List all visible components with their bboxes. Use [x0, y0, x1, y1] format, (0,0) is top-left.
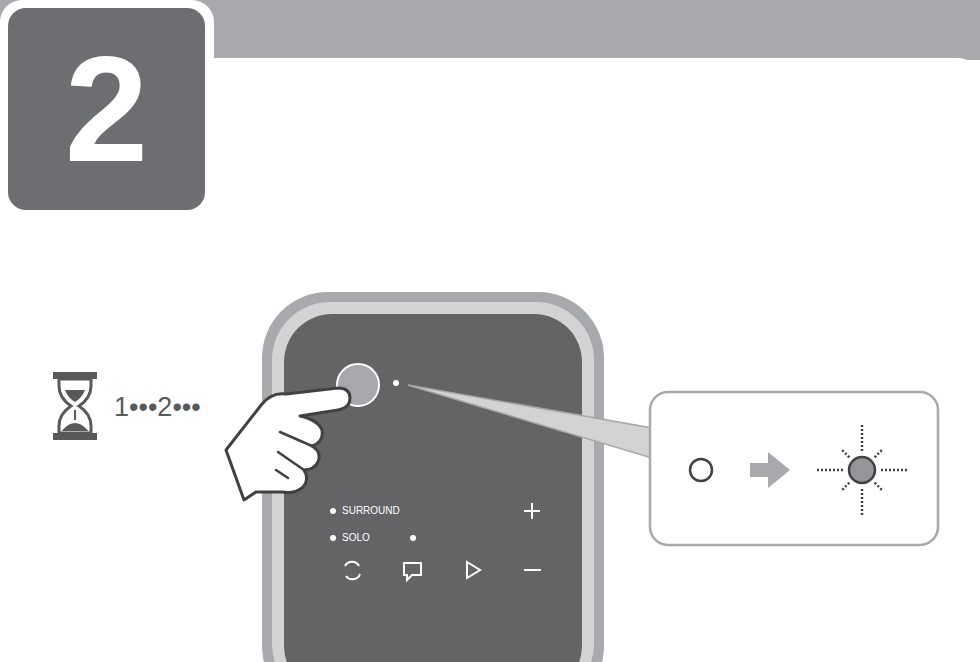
pointing-hand: [226, 388, 350, 500]
hourglass-icon: [53, 372, 97, 440]
blink-ray: [861, 489, 864, 516]
speaker-top: [262, 292, 604, 662]
blink-ray: [875, 483, 884, 492]
step-badge: 2: [8, 8, 205, 210]
blink-ray: [841, 449, 850, 458]
status-led: [393, 380, 399, 386]
count-text: 1•••2•••: [114, 394, 201, 421]
blink-ray: [875, 449, 884, 458]
connect-key: [345, 562, 360, 579]
change-arrow: [750, 452, 790, 488]
led-blinking: [816, 424, 908, 516]
play-key: [467, 562, 480, 578]
blink-ray: [841, 483, 850, 492]
mode-label: SURROUND: [342, 506, 400, 516]
voice-key: [404, 563, 421, 580]
mode-label: SOLO: [342, 533, 370, 543]
plus-key: [524, 503, 540, 519]
blink-ray: [881, 469, 908, 472]
badge-tab: [0, 0, 214, 220]
minus-key: [524, 569, 541, 571]
callout-box: [650, 392, 938, 545]
step-number: 2: [65, 34, 148, 184]
blink-ray: [816, 469, 843, 472]
step-badge: [8, 8, 205, 210]
blink-ray: [861, 424, 864, 451]
callout-leader: [408, 385, 652, 458]
led-off: [690, 459, 712, 481]
